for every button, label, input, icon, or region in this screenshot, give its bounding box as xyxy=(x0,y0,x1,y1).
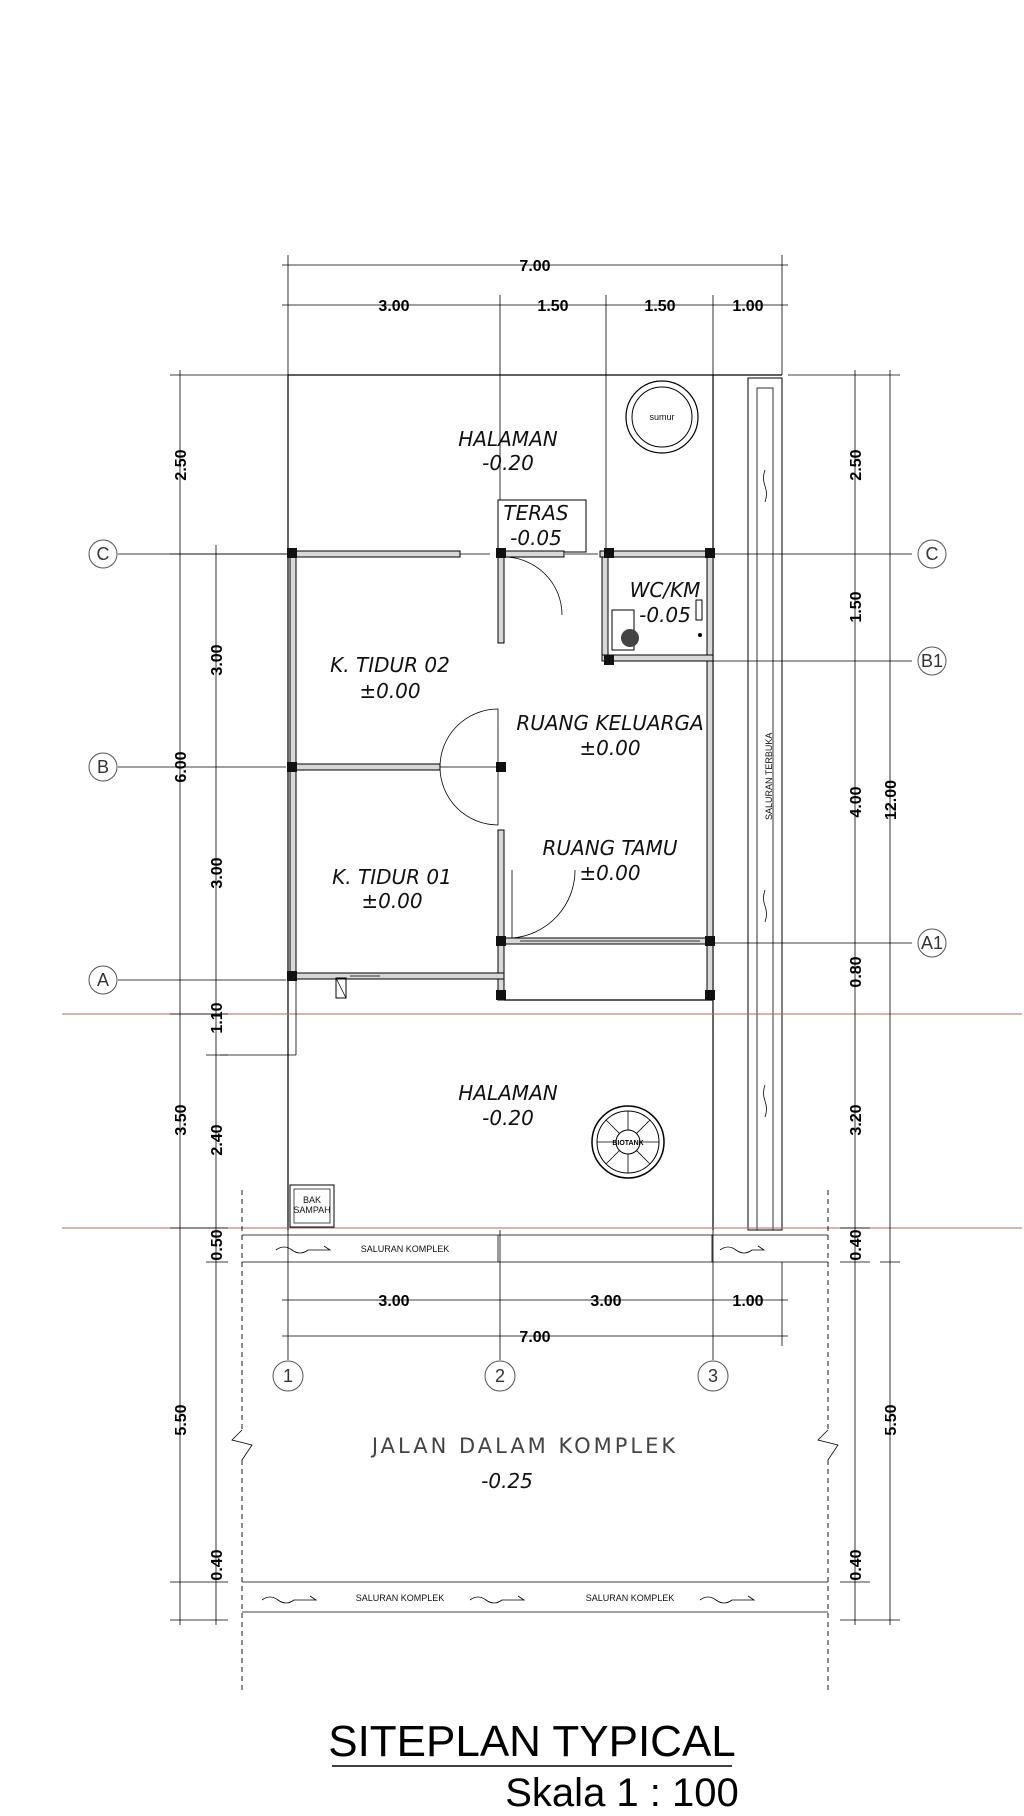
dim-left-3-00a: 3.00 xyxy=(209,644,226,675)
top-dimensions: 7.00 3.00 1.50 1.50 1.00 xyxy=(282,255,788,560)
dim-right-0-40b: 0.40 xyxy=(848,1549,865,1580)
dim-right-0-40a: 0.40 xyxy=(848,1229,865,1260)
svg-text:SALURAN KOMPLEK: SALURAN KOMPLEK xyxy=(356,1593,445,1603)
house-walls xyxy=(287,548,715,1001)
site-boundary: SALURAN TERBUKA xyxy=(287,374,783,1231)
svg-text:BIOTANK: BIOTANK xyxy=(612,1140,643,1147)
dim-bot-2: 3.00 xyxy=(590,1293,621,1310)
grid-bubble-C: C xyxy=(88,539,118,569)
dim-right-12-00: 12.00 xyxy=(883,780,900,820)
dim-right-4-00: 4.00 xyxy=(848,786,865,817)
grid-bubble-3: 3 xyxy=(697,1360,729,1392)
dim-left-2-50: 2.50 xyxy=(173,449,190,480)
svg-text:SALURAN KOMPLEK: SALURAN KOMPLEK xyxy=(586,1593,675,1603)
svg-text:B: B xyxy=(97,757,109,777)
svg-text:1: 1 xyxy=(283,1366,293,1386)
kt02-label: K. TIDUR 02 xyxy=(330,653,450,677)
drawing-title: SITEPLAN TYPICAL xyxy=(328,1717,736,1766)
dim-top-3: 1.50 xyxy=(644,298,675,315)
bak-sampah: BAK SAMPAH xyxy=(289,1184,335,1228)
grid-bubble-1: 1 xyxy=(272,1360,304,1392)
svg-text:C: C xyxy=(97,544,110,564)
dim-right-5-50: 5.50 xyxy=(883,1404,900,1435)
rk-level: ±0.00 xyxy=(579,736,640,760)
drawing-scale: Skala 1 : 100 xyxy=(505,1771,739,1815)
grid-bubble-A: A xyxy=(88,965,118,995)
doors xyxy=(439,556,609,939)
halaman-top-level: -0.20 xyxy=(482,451,534,475)
svg-text:3: 3 xyxy=(708,1366,718,1386)
dim-right-0-80: 0.80 xyxy=(848,956,865,987)
halaman-bot-level: -0.20 xyxy=(482,1106,534,1130)
biotank: BIOTANK xyxy=(591,1105,665,1179)
halaman-top-label: HALAMAN xyxy=(458,427,557,451)
rt-label: RUANG TAMU xyxy=(543,836,678,860)
saluran-komplek-lower: SALURAN KOMPLEK SALURAN KOMPLEK xyxy=(242,1581,828,1613)
grid-bubble-B1: B1 xyxy=(917,646,947,676)
svg-text:BAK: BAK xyxy=(303,1195,321,1205)
dim-bot-total: 7.00 xyxy=(519,1329,550,1346)
teras: TERAS -0.05 xyxy=(497,499,587,553)
svg-text:-0.05: -0.05 xyxy=(510,526,562,550)
svg-text:2: 2 xyxy=(495,1366,505,1386)
svg-text:TERAS: TERAS xyxy=(503,501,568,525)
right-dimensions: 2.50 1.50 4.00 0.80 3.20 0.40 12.00 5.50… xyxy=(788,370,900,1625)
grid-lines xyxy=(118,553,912,1360)
dim-left-6-00: 6.00 xyxy=(173,751,190,782)
dim-left-5-50: 5.50 xyxy=(173,1404,190,1435)
dim-left-1-10: 1.10 xyxy=(209,1002,226,1033)
dim-left-2-40: 2.40 xyxy=(209,1124,226,1155)
wc-fixtures xyxy=(611,599,703,651)
dim-top-4: 1.00 xyxy=(732,298,763,315)
svg-text:SAMPAH: SAMPAH xyxy=(293,1205,330,1215)
wc-label: WC/KM xyxy=(630,578,701,602)
dim-right-2-50: 2.50 xyxy=(848,449,865,480)
svg-text:A1: A1 xyxy=(921,933,943,953)
dim-left-0-50: 0.50 xyxy=(209,1229,226,1260)
grid-bubble-C-right: C xyxy=(917,539,947,569)
svg-text:SALURAN KOMPLEK: SALURAN KOMPLEK xyxy=(361,1244,450,1254)
svg-text:B1: B1 xyxy=(921,651,943,671)
saluran-terbuka-label: SALURAN TERBUKA xyxy=(764,733,774,820)
dim-bot-1: 3.00 xyxy=(378,1293,409,1310)
rt-level: ±0.00 xyxy=(579,861,640,885)
dim-top-1: 3.00 xyxy=(378,298,409,315)
left-dimensions: 2.50 3.00 3.00 6.00 1.10 2.40 3.50 0.50 … xyxy=(170,370,288,1625)
dim-left-3-00b: 3.00 xyxy=(209,857,226,888)
dim-left-0-40: 0.40 xyxy=(209,1549,226,1580)
dim-right-3-20: 3.20 xyxy=(848,1104,865,1135)
grid-bubble-A1: A1 xyxy=(917,928,947,958)
dim-bot-3: 1.00 xyxy=(732,1293,763,1310)
jalan-label: JALAN DALAM KOMPLEK xyxy=(370,1434,678,1458)
kt01-level: ±0.00 xyxy=(361,889,422,913)
jalan-level: -0.25 xyxy=(481,1469,533,1493)
rk-label: RUANG KELUARGA xyxy=(516,711,703,735)
dim-left-3-50: 3.50 xyxy=(173,1104,190,1135)
svg-text:C: C xyxy=(926,544,939,564)
kt01-label: K. TIDUR 01 xyxy=(332,865,452,889)
bottom-dimensions: 3.00 3.00 1.00 7.00 xyxy=(282,1262,788,1346)
saluran-komplek-upper: SALURAN KOMPLEK xyxy=(242,1234,828,1263)
kt02-level: ±0.00 xyxy=(359,679,420,703)
dim-top-total: 7.00 xyxy=(519,258,550,275)
svg-text:A: A xyxy=(97,970,109,990)
sumur-well: sumur xyxy=(625,380,699,454)
dim-top-2: 1.50 xyxy=(537,298,568,315)
wc-level: -0.05 xyxy=(639,603,691,627)
dim-right-1-50: 1.50 xyxy=(848,591,865,622)
grid-bubble-2: 2 xyxy=(484,1360,516,1392)
halaman-bot-label: HALAMAN xyxy=(458,1081,557,1105)
svg-text:sumur: sumur xyxy=(649,412,674,422)
grid-bubble-B: B xyxy=(88,752,118,782)
